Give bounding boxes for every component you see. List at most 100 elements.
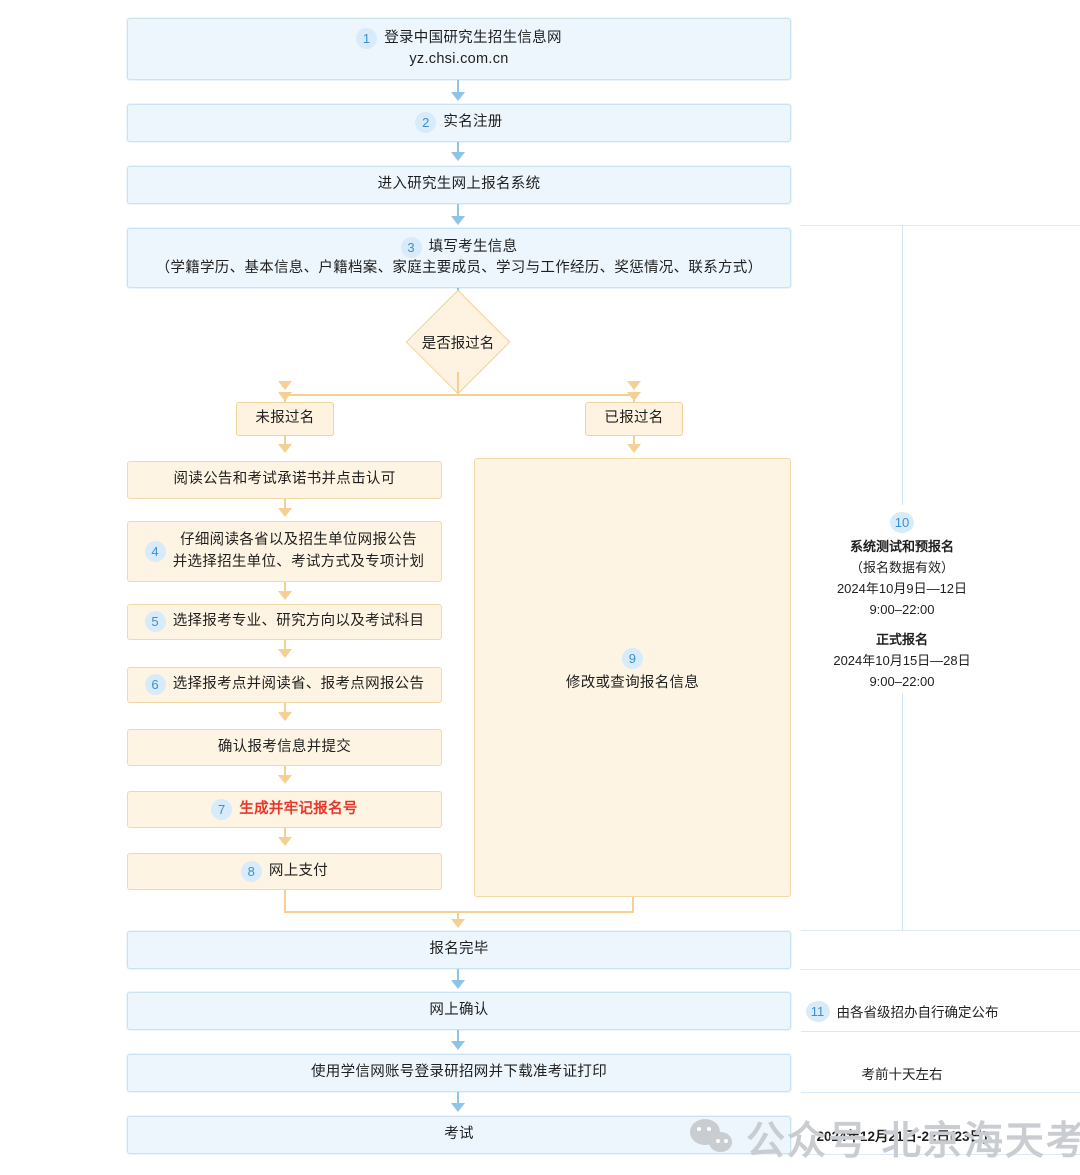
node-branch-right[interactable]: 已报过名 xyxy=(585,402,683,436)
arrowhead-enter-3 xyxy=(451,216,465,225)
arrowhead-confirm-ticket xyxy=(451,1041,465,1050)
node-step6-label: 选择报考点并阅读省、报考点网报公告 xyxy=(172,676,425,693)
node-step9-text: 9 修改或查询报名信息 xyxy=(566,648,699,694)
split-stem xyxy=(457,372,459,396)
connector-confirm-ticket xyxy=(457,1030,459,1043)
node-step7-text: 7 生成并牢记报名号 xyxy=(211,798,357,820)
node-step8-label: 网上支付 xyxy=(268,862,329,879)
arrowhead-confirm-7 xyxy=(278,775,292,784)
arrowhead-1-2 xyxy=(451,92,465,101)
step-badge-10: 10 xyxy=(890,512,914,534)
node-online-confirm[interactable]: 网上确认 xyxy=(127,992,791,1030)
arrowhead-branchright-step9 xyxy=(627,444,641,453)
connector-1-2 xyxy=(457,80,459,96)
node-done-label: 报名完毕 xyxy=(429,941,489,958)
step-badge-4: 4 xyxy=(144,541,166,562)
timeline-step10-time1: 9:00–22:00 xyxy=(869,602,935,618)
timeline-divider-3 xyxy=(801,1031,1080,1032)
connector-enter-3 xyxy=(457,204,459,220)
node-step6[interactable]: 6 选择报考点并阅读省、报考点网报公告 xyxy=(127,667,442,703)
arrowhead-5-6 xyxy=(278,649,292,658)
connector-branchright-step9 xyxy=(633,436,635,446)
decision-label: 是否报过名 xyxy=(421,335,495,352)
node-step4[interactable]: 4 仔细阅读各省以及招生单位网报公告 并选择招生单位、考试方式及专项计划 xyxy=(127,521,442,582)
node-step4-line2: 并选择招生单位、考试方式及专项计划 xyxy=(172,553,425,570)
arrowhead-2-3 xyxy=(451,152,465,161)
step-badge-9: 9 xyxy=(621,648,643,670)
node-step2[interactable]: 2 实名注册 xyxy=(127,104,791,142)
node-step5-label: 选择报考专业、研究方向以及考试科目 xyxy=(172,613,425,630)
merge-drop xyxy=(457,911,459,921)
timeline-exam-date-label: 2024年12月21日-22日(23日) xyxy=(816,1129,988,1144)
node-step5[interactable]: 5 选择报考专业、研究方向以及考试科目 xyxy=(127,604,442,640)
step-badge-3: 3 xyxy=(400,236,422,258)
node-step9[interactable]: 9 修改或查询报名信息 xyxy=(474,458,791,897)
split-bar xyxy=(285,394,635,396)
timeline-step10-title2: 正式报名 xyxy=(875,631,928,647)
node-branch-left[interactable]: 未报过名 xyxy=(236,402,334,436)
node-step3[interactable]: 3 填写考生信息 （学籍学历、基本信息、户籍档案、家庭主要成员、学习与工作经历、… xyxy=(127,228,791,288)
node-step7[interactable]: 7 生成并牢记报名号 xyxy=(127,791,442,828)
timeline-step10-title1: 系统测试和预报名 xyxy=(849,539,954,555)
arrowhead-6-confirm xyxy=(278,712,292,721)
connector-6-confirm xyxy=(284,703,286,714)
timeline-step10-date2: 2024年10月15日—28日 xyxy=(833,652,971,668)
timeline-step11-label: 由各省级招办自行确定公布 xyxy=(836,1005,999,1020)
step-badge-7: 7 xyxy=(211,798,233,820)
arrowhead-done-confirm xyxy=(451,980,465,989)
timeline-divider-1 xyxy=(801,930,1080,931)
connector-7-8 xyxy=(284,828,286,839)
timeline-step10: 10 系统测试和预报名 （报名数据有效） 2024年10月9日—12日 9:00… xyxy=(801,512,1003,692)
node-step6-text: 6 选择报考点并阅读省、报考点网报公告 xyxy=(144,674,425,696)
timeline-divider-top xyxy=(801,225,1080,226)
merge-bar xyxy=(284,911,634,913)
timeline-exam-date: 2024年12月21日-22日(23日) xyxy=(790,1116,1014,1154)
node-step3-line2: （学籍学历、基本信息、户籍档案、家庭主要成员、学习与工作经历、奖惩情况、联系方式… xyxy=(155,260,763,276)
node-step1-line1: 登录中国研究生招生信息网 xyxy=(384,29,562,46)
arrowhead-split-left xyxy=(278,381,292,390)
arrowhead-ticket-exam xyxy=(451,1103,465,1112)
node-step3-text: 3 填写考生信息 （学籍学历、基本信息、户籍档案、家庭主要成员、学习与工作经历、… xyxy=(155,236,763,279)
node-branch-left-label: 未报过名 xyxy=(255,410,315,427)
node-enter-system[interactable]: 进入研究生网上报名系统 xyxy=(127,166,791,204)
merge-left-stem xyxy=(284,890,286,913)
node-exam-label: 考试 xyxy=(444,1126,474,1143)
arrowhead-branch-right xyxy=(627,392,641,401)
timeline-divider-4 xyxy=(801,1092,1080,1093)
node-step4-line1: 仔细阅读各省以及招生单位网报公告 xyxy=(180,532,417,549)
timeline-before-exam: 考前十天左右 xyxy=(801,1054,1003,1092)
connector-confirm-7 xyxy=(284,766,286,777)
arrowhead-4-5 xyxy=(278,591,292,600)
node-download-ticket[interactable]: 使用学信网账号登录研招网并下载准考证打印 xyxy=(127,1054,791,1092)
node-step3-line1: 填写考生信息 xyxy=(428,238,518,255)
node-step4-text: 4 仔细阅读各省以及招生单位网报公告 并选择招生单位、考试方式及专项计划 xyxy=(144,530,425,572)
step-badge-2: 2 xyxy=(415,112,437,134)
node-confirm-submit[interactable]: 确认报考信息并提交 xyxy=(127,729,442,766)
node-step2-label: 实名注册 xyxy=(443,114,503,131)
node-read-notice[interactable]: 阅读公告和考试承诺书并点击认可 xyxy=(127,461,442,499)
node-done[interactable]: 报名完毕 xyxy=(127,931,791,969)
timeline-step10-date1: 2024年10月9日—12日 xyxy=(836,581,968,597)
node-step2-text: 2 实名注册 xyxy=(415,112,503,134)
node-step1[interactable]: 1 登录中国研究生招生信息网 yz.chsi.com.cn xyxy=(127,18,791,80)
connector-5-6 xyxy=(284,640,286,651)
node-online-confirm-label: 网上确认 xyxy=(429,1002,489,1019)
connector-branchleft-notice xyxy=(284,436,286,446)
timeline-spine-upper xyxy=(902,226,903,505)
node-step9-label: 修改或查询报名信息 xyxy=(565,675,700,692)
timeline-divider-2 xyxy=(801,969,1080,970)
node-confirm-submit-label: 确认报考信息并提交 xyxy=(217,738,352,755)
node-exam[interactable]: 考试 xyxy=(127,1116,791,1154)
decision-diamond-label-wrap: 是否报过名 xyxy=(378,326,538,358)
node-enter-system-label: 进入研究生网上报名系统 xyxy=(377,176,541,193)
arrowhead-branch-left xyxy=(278,392,292,401)
timeline-before-exam-label: 考前十天左右 xyxy=(861,1067,943,1082)
arrowhead-merge-done xyxy=(451,919,465,928)
node-step1-line2: yz.chsi.com.cn xyxy=(409,51,509,67)
node-step8[interactable]: 8 网上支付 xyxy=(127,853,442,890)
arrowhead-7-8 xyxy=(278,837,292,846)
node-step5-text: 5 选择报考专业、研究方向以及考试科目 xyxy=(144,611,425,633)
connector-done-confirm xyxy=(457,969,459,982)
step-badge-5: 5 xyxy=(144,611,166,633)
